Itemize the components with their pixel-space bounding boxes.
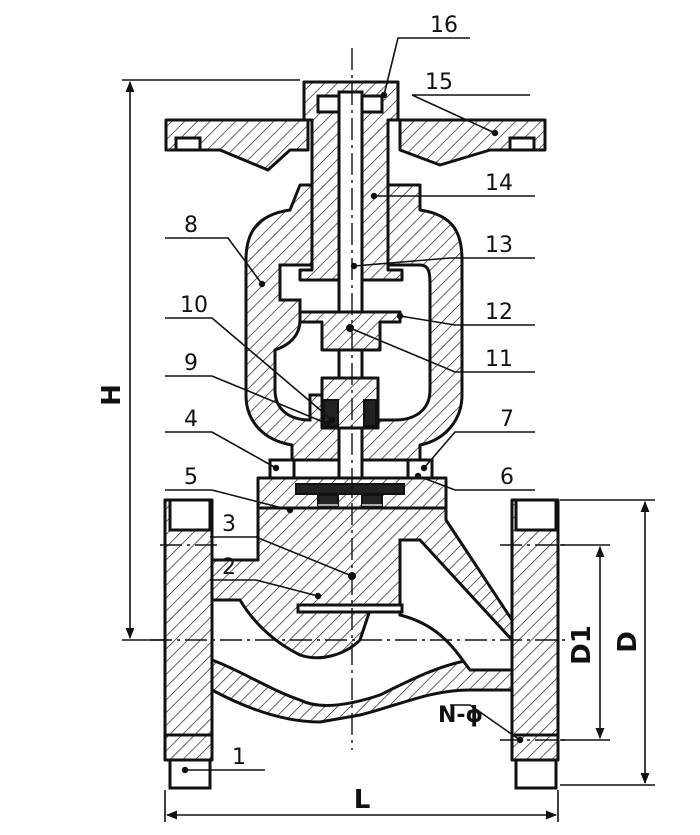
dimension-d-label: D	[613, 631, 643, 653]
center-lines	[150, 48, 570, 750]
callout-6: 6	[500, 465, 514, 490]
callout-7: 7	[500, 407, 514, 432]
dimension-d1-label: D1	[567, 625, 597, 665]
callout-9: 9	[184, 351, 198, 376]
callout-11: 11	[485, 347, 513, 372]
valve-body	[163, 498, 560, 790]
callout-14: 14	[485, 171, 513, 196]
callout-15: 15	[425, 70, 453, 95]
leader-dots	[181, 91, 524, 774]
leader-lines	[165, 37, 535, 771]
dimension-l-label: L	[354, 785, 371, 815]
callout-16: 16	[430, 13, 458, 38]
callout-5: 5	[184, 465, 198, 490]
callout-10: 10	[180, 293, 208, 318]
callout-2: 2	[222, 555, 236, 580]
dimension-lines	[122, 79, 655, 822]
handwheel	[164, 118, 547, 172]
callout-1: 1	[232, 745, 246, 770]
dimension-h-label: H	[97, 384, 127, 406]
callout-12: 12	[485, 300, 513, 325]
callout-8: 8	[184, 213, 198, 238]
callout-3: 3	[222, 512, 236, 537]
dimension-n-phi-label: N-ϕ	[438, 703, 483, 728]
callout-4: 4	[184, 407, 198, 432]
callout-labels: 16 15 14 13 12 11 7 6 8 10 9 4 5 3 2 1	[180, 13, 514, 770]
callout-13: 13	[485, 233, 513, 258]
dimension-labels: H L D1 D N-ϕ	[97, 384, 643, 815]
